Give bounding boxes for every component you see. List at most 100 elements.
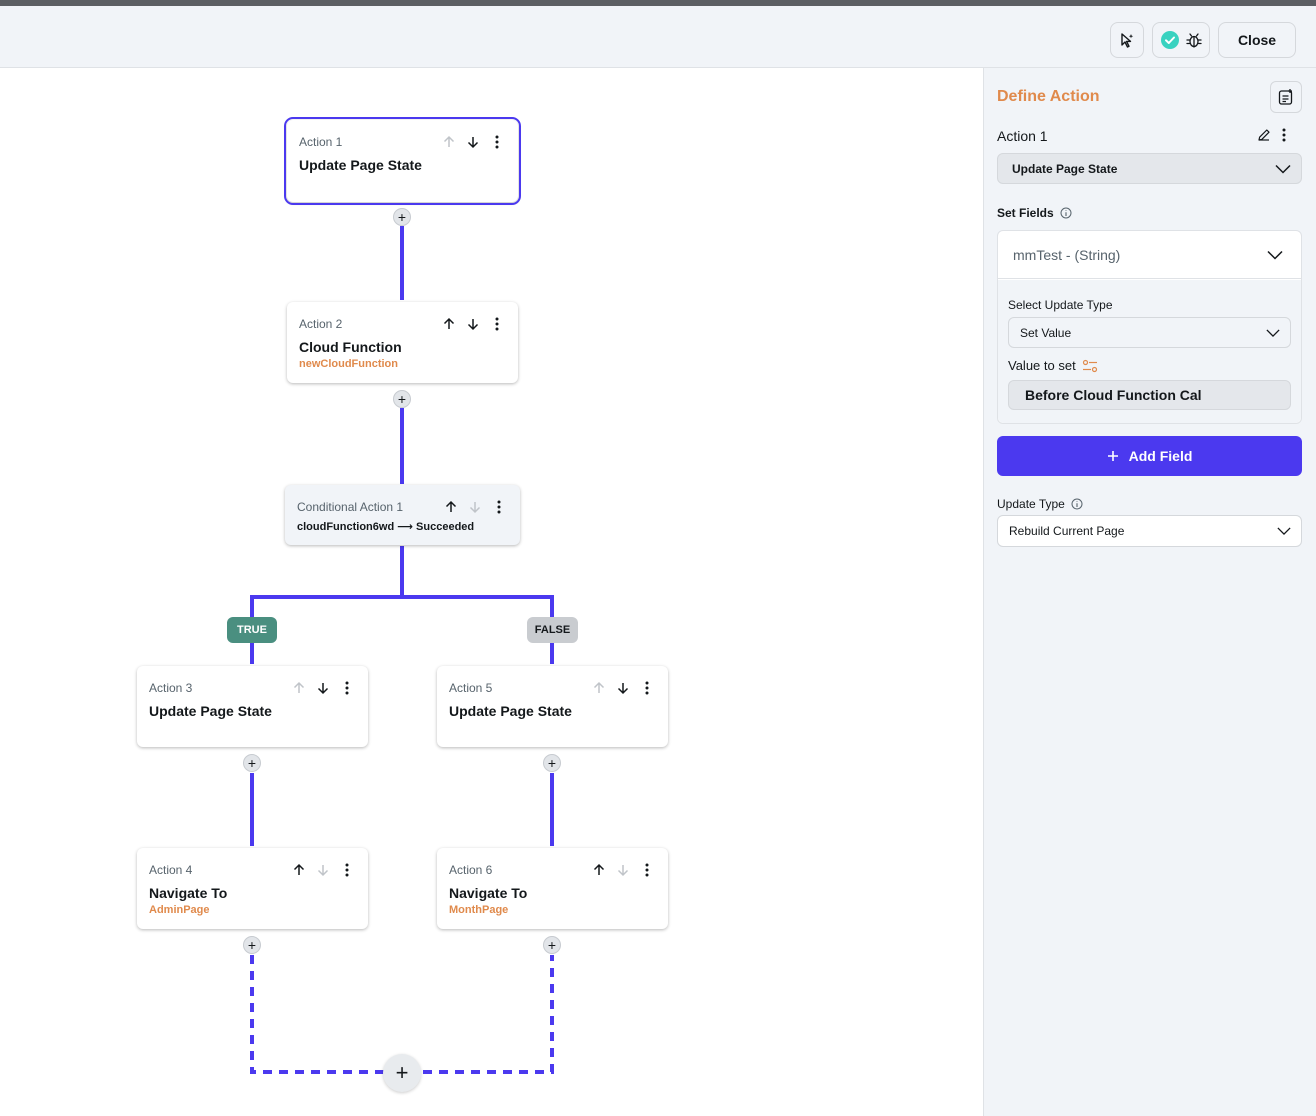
more-vertical-icon[interactable] — [488, 315, 506, 333]
action-card-2[interactable]: Action 2 Cloud Function newCloudFunction — [285, 302, 520, 399]
update-type-label: Update Type — [997, 497, 1083, 511]
close-button[interactable]: Close — [1218, 22, 1296, 58]
add-merged-action-button[interactable]: + — [383, 1054, 421, 1092]
status-debug-group — [1152, 22, 1210, 58]
arrow-up-icon[interactable] — [442, 498, 460, 516]
add-field-button[interactable]: Add Field — [997, 436, 1302, 476]
action-card-6[interactable]: Action 6 Navigate To MonthPage — [435, 848, 670, 945]
arrow-up-icon — [290, 679, 308, 697]
false-branch-badge: FALSE — [527, 617, 578, 643]
page-update-type-select[interactable]: Rebuild Current Page — [997, 515, 1302, 547]
flow-connectors — [250, 226, 554, 1074]
field-body: Select Update Type Set Value Value to se… — [998, 280, 1301, 423]
add-action-after-3[interactable]: + — [243, 754, 261, 772]
add-action-after-5[interactable]: + — [543, 754, 561, 772]
action-editor-header: Close — [0, 6, 1316, 68]
action-label: Action 1 — [299, 135, 343, 149]
action-card-3[interactable]: Action 3 Update Page State — [135, 666, 370, 763]
add-action-after-4[interactable]: + — [243, 936, 261, 954]
edit-pencil-icon[interactable] — [1256, 127, 1272, 148]
document-add-icon — [1278, 89, 1293, 105]
field-header[interactable]: mmTest - (String) — [998, 231, 1301, 279]
more-vertical-icon[interactable] — [338, 679, 356, 697]
arrow-down-icon[interactable] — [614, 679, 632, 697]
action-title: Update Page State — [149, 703, 272, 719]
arrow-up-icon — [440, 133, 458, 151]
action-label: Action 3 — [149, 681, 193, 695]
arrow-down-icon — [614, 861, 632, 879]
arrow-down-icon[interactable] — [314, 679, 332, 697]
set-fields-label: Set Fields — [997, 206, 1072, 220]
connector-cond-true — [250, 546, 404, 664]
value-to-set-input[interactable]: Before Cloud Function Cal — [1008, 380, 1291, 410]
arrow-up-icon — [590, 679, 608, 697]
more-vertical-icon[interactable] — [1282, 128, 1286, 147]
update-type-select[interactable]: Set Value — [1008, 317, 1291, 348]
field-name: mmTest - (String) — [1013, 246, 1121, 263]
more-vertical-icon[interactable] — [490, 498, 508, 516]
true-branch-badge: TRUE — [227, 617, 277, 643]
arrow-down-icon — [314, 861, 332, 879]
set-fields-text: Set Fields — [997, 206, 1054, 220]
action-flow-canvas: Action 1 Update Page State + Action 2 Cl… — [0, 68, 984, 1116]
action-title: Cloud Function — [299, 339, 402, 355]
arrow-up-icon[interactable] — [590, 861, 608, 879]
add-action-after-2[interactable]: + — [393, 390, 411, 408]
more-vertical-icon[interactable] — [638, 861, 656, 879]
more-vertical-icon[interactable] — [488, 133, 506, 151]
update-type-value: Set Value — [1020, 325, 1072, 340]
action-title: Navigate To — [449, 885, 528, 901]
chevron-down-icon — [1277, 527, 1291, 535]
action-card-1[interactable]: Action 1 Update Page State — [284, 117, 521, 218]
conditional-action-card-1[interactable]: Conditional Action 1 cloudFunction6wd ⟶ … — [285, 485, 520, 545]
bug-icon[interactable] — [1185, 31, 1203, 49]
action-docs-button[interactable] — [1270, 81, 1302, 113]
add-field-label: Add Field — [1128, 448, 1193, 464]
add-action-after-1[interactable]: + — [393, 208, 411, 226]
page-update-type-value: Rebuild Current Page — [1009, 524, 1125, 538]
action-name: Action 1 — [997, 128, 1048, 144]
action-label: Action 4 — [149, 863, 193, 877]
arrow-up-icon[interactable] — [290, 861, 308, 879]
chevron-down-icon — [1267, 250, 1283, 260]
action-title: Update Page State — [449, 703, 572, 719]
action-label: Action 6 — [449, 863, 493, 877]
action-card-5[interactable]: Action 5 Update Page State — [435, 666, 670, 763]
action-type-select[interactable]: Update Page State — [997, 153, 1302, 184]
define-action-panel: Define Action Action 1 Update Page State… — [983, 68, 1316, 1116]
action-label: Action 2 — [299, 317, 343, 331]
action-type-value: Update Page State — [1012, 161, 1118, 176]
action-card-4[interactable]: Action 4 Navigate To AdminPage — [135, 848, 370, 945]
ai-agent-button[interactable] — [1110, 22, 1144, 58]
action-label: Action 5 — [449, 681, 493, 695]
action-title: Update Page State — [299, 157, 422, 173]
more-vertical-icon[interactable] — [638, 679, 656, 697]
arrow-down-icon[interactable] — [464, 315, 482, 333]
arrow-up-icon[interactable] — [440, 315, 458, 333]
variable-settings-icon[interactable] — [1082, 359, 1098, 373]
add-action-after-6[interactable]: + — [543, 936, 561, 954]
condition-expression: cloudFunction6wd ⟶ Succeeded — [297, 521, 475, 533]
info-icon[interactable] — [1071, 498, 1083, 510]
select-update-type-label: Select Update Type — [1008, 298, 1113, 312]
plus-icon — [1107, 451, 1118, 461]
action-subtitle: MonthPage — [449, 904, 509, 916]
value-to-set-value: Before Cloud Function Cal — [1025, 387, 1202, 403]
arrow-down-icon[interactable] — [464, 133, 482, 151]
update-type-text: Update Type — [997, 497, 1065, 511]
action-subtitle: newCloudFunction — [299, 358, 398, 370]
chevron-down-icon — [1275, 164, 1291, 174]
field-card: mmTest - (String) Select Update Type Set… — [997, 230, 1302, 424]
arrow-down-icon — [466, 498, 484, 516]
info-icon[interactable] — [1060, 207, 1072, 219]
window-top-strip — [0, 0, 1316, 6]
chevron-down-icon — [1266, 328, 1280, 337]
value-to-set-text: Value to set — [1008, 358, 1076, 373]
action-subtitle: AdminPage — [149, 904, 210, 916]
action-title: Navigate To — [149, 885, 228, 901]
panel-title: Define Action — [997, 88, 1100, 105]
value-to-set-label: Value to set — [1008, 358, 1098, 373]
check-circle-icon[interactable] — [1160, 30, 1180, 50]
more-vertical-icon[interactable] — [338, 861, 356, 879]
conditional-label: Conditional Action 1 — [297, 500, 404, 514]
